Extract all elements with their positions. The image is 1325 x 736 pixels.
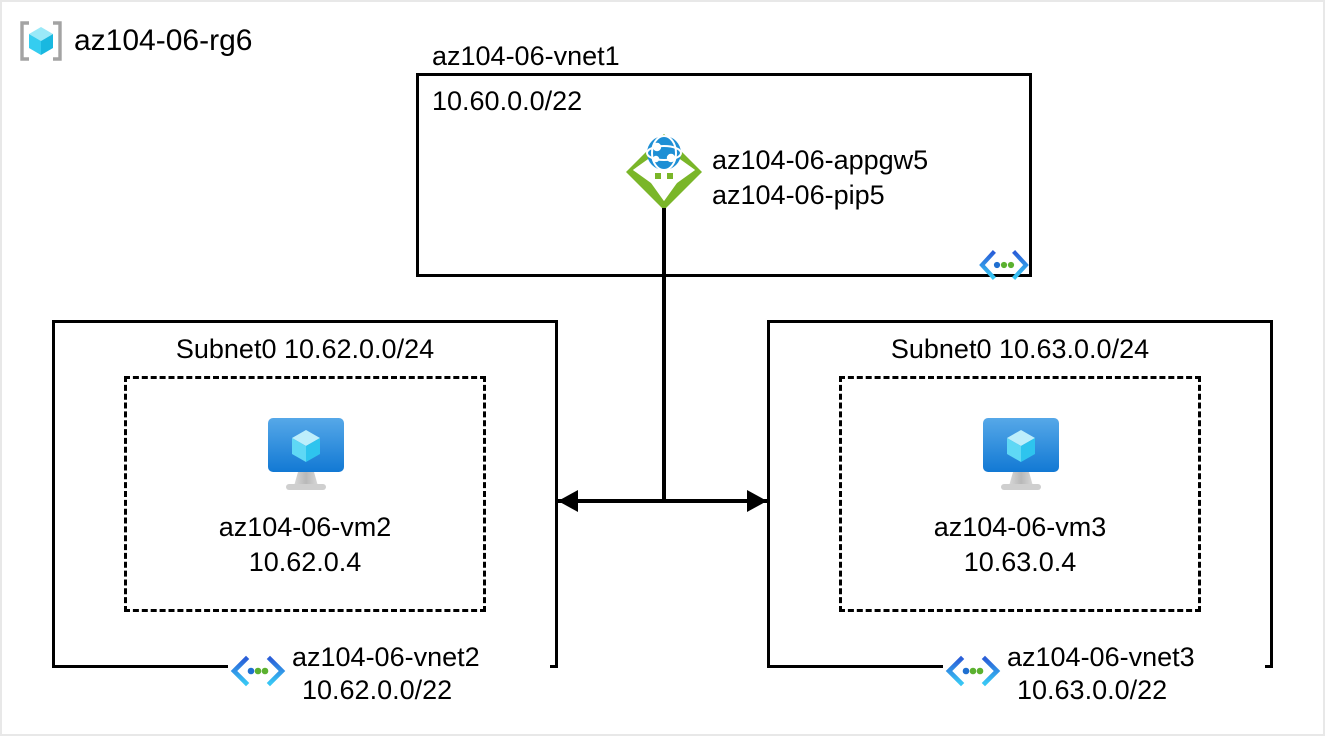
application-gateway-icon xyxy=(622,130,706,214)
appgw-labels: az104-06-appgw5 az104-06-pip5 xyxy=(712,143,928,213)
vnet2-subnet-label: Subnet0 10.62.0.0/24 xyxy=(175,334,435,364)
vnet2-vm-name: az104-06-vm2 xyxy=(218,512,392,542)
gateway-vertical-connector xyxy=(662,208,666,503)
vnet2-virtual-network-icon xyxy=(230,655,286,687)
vnet3-vm-name: az104-06-vm3 xyxy=(933,512,1107,542)
vnet3-virtual-network-icon xyxy=(945,655,1001,687)
vnet3-subnet-box xyxy=(839,376,1201,612)
vnet3-subnet-label: Subnet0 10.63.0.0/24 xyxy=(890,334,1150,364)
peering-arrow-head-right xyxy=(747,490,767,512)
vnet3-address-space: 10.63.0.0/22 xyxy=(1017,675,1168,705)
vnet1-title-mask xyxy=(430,40,670,72)
vnet3-name: az104-06-vnet3 xyxy=(1007,642,1195,672)
vnet3-vm-labels: az104-06-vm3 10.63.0.4 xyxy=(839,510,1201,580)
vnet1-virtual-network-icon xyxy=(979,250,1029,280)
peering-arrow-head-left xyxy=(558,490,578,512)
vnet2-label-mask xyxy=(228,640,550,668)
peering-arrow-line xyxy=(558,499,767,503)
vnet2-name: az104-06-vnet2 xyxy=(292,642,480,672)
vnet3-vm-ip: 10.63.0.4 xyxy=(963,547,1077,578)
vnet2-virtual-machine-icon xyxy=(260,414,352,496)
vnet1-box xyxy=(416,73,1032,277)
resource-group-name: az104-06-rg6 xyxy=(74,24,253,57)
vnet1-name: az104-06-vnet1 xyxy=(432,41,620,71)
vnet2-subnet-box xyxy=(124,376,486,612)
vnet3-virtual-machine-icon xyxy=(975,414,1067,496)
vnet2-vm-labels: az104-06-vm2 10.62.0.4 xyxy=(124,510,486,580)
vnet1-address-space: 10.60.0.0/22 xyxy=(432,86,583,116)
appgw-name: az104-06-appgw5 xyxy=(712,145,929,175)
resource-group-cube-icon xyxy=(18,20,64,62)
resource-group-header: az104-06-rg6 xyxy=(18,20,252,62)
vnet2-address-space: 10.62.0.0/22 xyxy=(302,675,453,705)
vnet2-vm-ip: 10.62.0.4 xyxy=(248,547,362,578)
appgw-public-ip: az104-06-pip5 xyxy=(712,180,885,211)
vnet3-label-mask xyxy=(943,640,1265,668)
